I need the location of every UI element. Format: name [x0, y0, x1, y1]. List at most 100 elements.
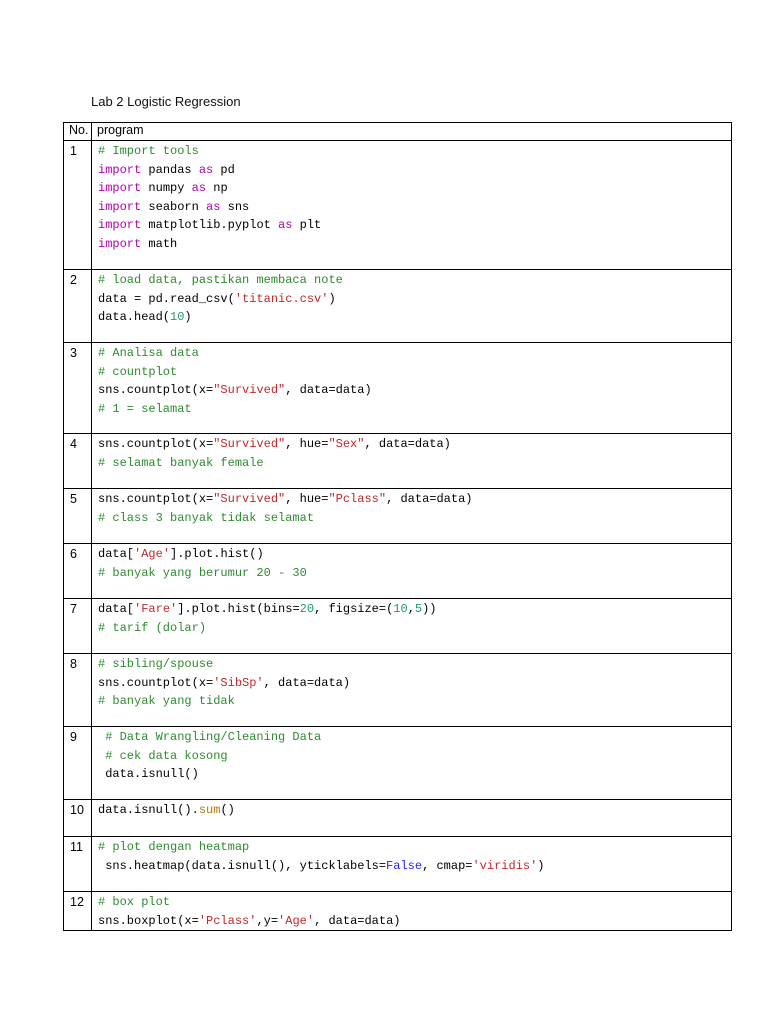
code-token: , — [407, 602, 415, 616]
code-token: # load data, pastikan membaca note — [98, 273, 343, 287]
code-token: , hue= — [285, 492, 329, 506]
code-token: sns.heatmap(data.isnull(), yticklabels= — [98, 858, 387, 873]
code-line: sns.heatmap(data.isnull(), yticklabels=F… — [98, 857, 731, 876]
code-token: , data=data) — [386, 492, 473, 506]
table-row: 11# plot dengan heatmap sns.heatmap(data… — [63, 836, 732, 892]
row-number: 9 — [63, 726, 92, 800]
code-token: # class 3 banyak tidak selamat — [98, 510, 315, 525]
code-token: , cmap= — [422, 858, 473, 873]
code-token: # banyak yang berumur 20 - 30 — [98, 565, 307, 580]
code-line: # banyak yang tidak — [98, 692, 731, 711]
code-token: math — [141, 236, 178, 251]
code-token: import — [98, 181, 142, 196]
table-row: 1 # Import tools import pandas as pd import… — [63, 140, 732, 270]
code-line: # countplot — [98, 363, 731, 382]
code-token: ) — [328, 291, 336, 306]
code-line: # sibling/spouse — [98, 655, 731, 674]
code-token: pandas — [141, 162, 199, 177]
code-token: 'Age' — [278, 913, 315, 928]
code-token: 'SibSp' — [213, 675, 264, 690]
header-no: No. — [63, 122, 92, 141]
code-token: # Import tools — [98, 144, 199, 158]
row-number: 3 — [63, 342, 92, 434]
code-token: , data=data) — [285, 383, 372, 398]
row-number: 11 — [63, 836, 92, 892]
code-token: sns.countplot(x= — [98, 437, 214, 451]
code-token: as — [278, 218, 293, 233]
code-cell: # plot dengan heatmap sns.heatmap(data.i… — [91, 836, 732, 892]
code-token: # box plot — [98, 895, 171, 909]
code-token: as — [191, 181, 207, 196]
code-token: sns.boxplot(x= — [98, 913, 199, 928]
code-token: 10 — [170, 310, 185, 325]
code-token: "Survived" — [213, 383, 286, 398]
row-number: 5 — [63, 488, 92, 544]
code-token: 'Fare' — [134, 602, 178, 616]
code-token: , data=data) — [263, 675, 351, 690]
code-line: # Data Wrangling/Cleaning Data — [98, 728, 731, 747]
code-token: sns.countplot(x= — [98, 675, 214, 690]
code-token: # Data Wrangling/Cleaning Data — [105, 730, 322, 744]
code-token: )) — [422, 602, 437, 616]
table-header-row: No. program — [63, 122, 732, 141]
table-row: 9 # Data Wrangling/Cleaning Data # cek d… — [63, 726, 732, 800]
code-line: data.isnull() — [98, 765, 731, 784]
code-token: , data=data) — [314, 913, 401, 928]
code-line: import matplotlib.pyplot as plt — [98, 216, 731, 235]
code-token: 20 — [299, 602, 315, 616]
code-token: data = pd.read_csv( — [98, 291, 235, 306]
code-token: 'Age' — [134, 547, 171, 561]
code-line: # Analisa data — [98, 344, 731, 363]
code-line: # box plot — [98, 893, 731, 912]
row-number: 12 — [63, 890, 92, 932]
code-cell: data.isnull().sum() — [91, 799, 732, 837]
code-token: ) — [184, 310, 192, 325]
code-token: pd — [213, 162, 235, 177]
code-token: "Survived" — [213, 437, 286, 451]
table-body: 1 # Import tools import pandas as pd import… — [63, 140, 732, 932]
row-number: 1 — [63, 140, 92, 270]
code-token: ,y= — [256, 913, 279, 928]
code-token: , figsize=( — [314, 602, 394, 616]
code-token: () — [220, 803, 235, 817]
code-line: # class 3 banyak tidak selamat — [98, 509, 731, 528]
code-line: import seaborn as sns — [98, 198, 731, 217]
code-line: data['Age'].plot.hist() — [98, 545, 731, 564]
code-token: ].plot.hist() — [170, 547, 264, 561]
code-token: # cek data kosong — [105, 748, 228, 763]
code-cell: data['Age'].plot.hist()# banyak yang ber… — [91, 543, 732, 599]
code-line: # cek data kosong — [98, 747, 731, 766]
row-number: 10 — [63, 799, 92, 837]
code-line: # Import tools — [98, 142, 731, 161]
code-token: sns.countplot(x= — [98, 492, 214, 506]
code-token: import — [98, 236, 142, 251]
code-cell: sns.countplot(x="Survived", hue="Sex", d… — [91, 433, 732, 489]
code-token: numpy — [141, 181, 192, 196]
row-number: 2 — [63, 269, 92, 343]
code-line: data.head(10) — [98, 308, 731, 327]
code-line: data = pd.read_csv('titanic.csv') — [98, 290, 731, 309]
row-number: 8 — [63, 653, 92, 727]
code-cell: sns.countplot(x="Survived", hue="Pclass"… — [91, 488, 732, 544]
code-token: 'viridis' — [472, 858, 538, 873]
code-token: "Survived" — [213, 492, 286, 506]
code-line: # banyak yang berumur 20 - 30 — [98, 564, 731, 583]
code-token: import — [98, 162, 142, 177]
code-token: # countplot — [98, 364, 178, 379]
code-cell: data['Fare'].plot.hist(bins=20, figsize=… — [91, 598, 732, 654]
header-program: program — [91, 122, 732, 141]
code-token: matplotlib.pyplot — [141, 218, 279, 233]
row-number: 4 — [63, 433, 92, 489]
table-row: 2 # load data, pastikan membaca note data … — [63, 269, 732, 343]
row-number: 6 — [63, 543, 92, 599]
code-token: sns — [220, 199, 250, 214]
code-cell: # Import tools import pandas as pd import … — [91, 140, 732, 270]
code-token: 'titanic.csv' — [234, 291, 329, 306]
code-cell: # Data Wrangling/Cleaning Data # cek dat… — [91, 726, 732, 800]
